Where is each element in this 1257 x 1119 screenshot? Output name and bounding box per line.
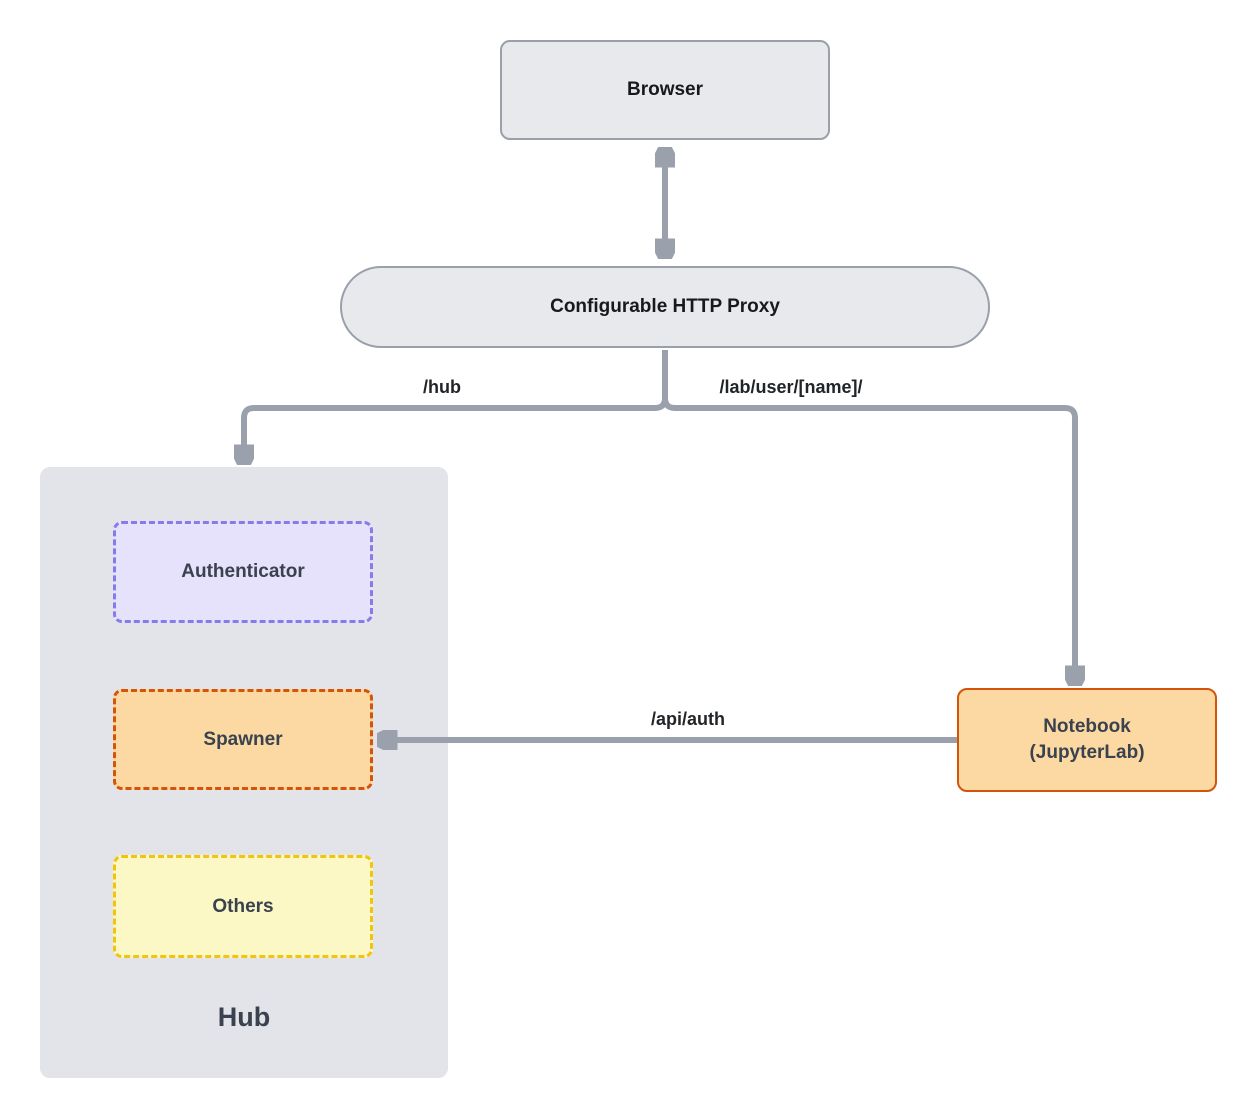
authenticator-node-label: Authenticator [181, 561, 305, 582]
edge-label-hub-path: /hub [423, 377, 461, 397]
edge-proxy-hub-arrow [244, 350, 668, 463]
edge-label-api-auth: /api/auth [650, 709, 726, 729]
hub-container-label: Hub [217, 1002, 271, 1032]
notebook-node-label-line2: (JupyterLab) [1029, 742, 1145, 763]
others-node: Others [113, 855, 373, 958]
others-node-label: Others [212, 895, 274, 917]
browser-node-label: Browser [626, 79, 704, 100]
spawner-node-label: Spawner [203, 728, 283, 750]
spawner-node: Spawner [113, 689, 373, 790]
notebook-jupyterlab-node: Notebook (JupyterLab) [957, 688, 1217, 792]
edge-proxy-notebook-arrow [662, 350, 1075, 684]
notebook-node-label-line1: Notebook [1043, 716, 1131, 738]
browser-node: Browser [500, 40, 830, 140]
configurable-http-proxy-node: Configurable HTTP Proxy [340, 266, 990, 348]
edge-label-lab-user-name-path: /lab/user/[name]/ [719, 377, 863, 397]
configurable-http-proxy-node-label: Configurable HTTP Proxy [550, 296, 780, 317]
authenticator-node: Authenticator [113, 521, 373, 623]
